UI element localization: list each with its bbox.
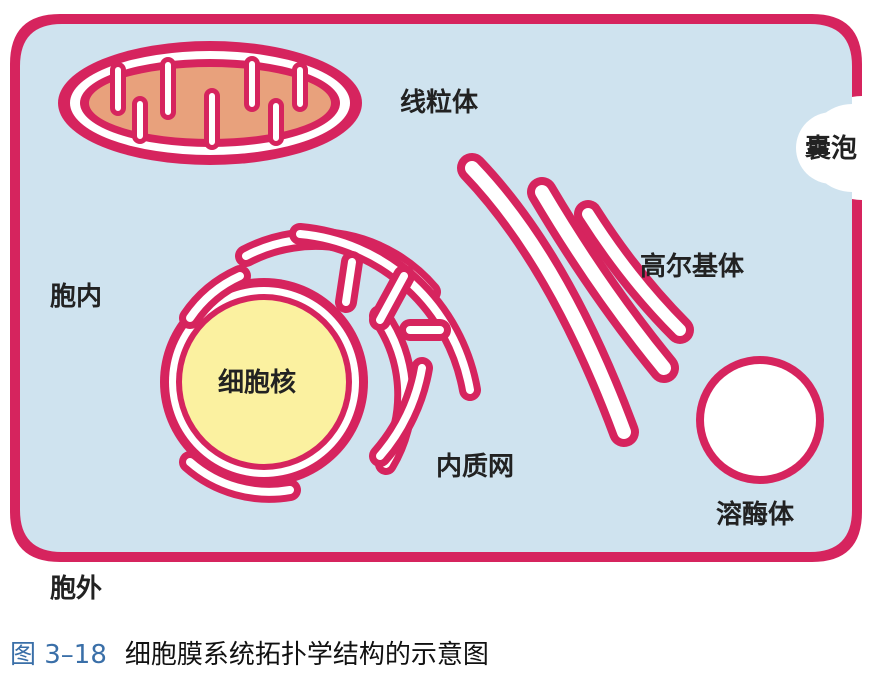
- golgi-apparatus: [457, 153, 694, 447]
- label-lysosome: 溶酶体: [716, 500, 795, 530]
- nucleus-envelope: [160, 278, 368, 486]
- vesicle-lumen: [796, 112, 868, 184]
- lysosome: [696, 356, 824, 484]
- figure-number: 图 3–18: [10, 640, 107, 670]
- endoplasmic-reticulum: [179, 223, 481, 503]
- label-cytoplasm: 胞内: [50, 282, 103, 312]
- mitochondrion: [58, 41, 362, 165]
- figure-caption: 图 3–18 细胞膜系统拓扑学结构的示意图: [10, 634, 489, 671]
- label-extracellular: 胞外: [50, 574, 103, 604]
- label-nucleus: 细胞核: [218, 368, 297, 398]
- label-er: 内质网: [436, 452, 515, 482]
- figure-title: 细胞膜系统拓扑学结构的示意图: [124, 640, 489, 670]
- label-golgi: 高尔基体: [640, 252, 745, 282]
- label-mitochondrion: 线粒体: [400, 88, 479, 118]
- label-vesicle: 囊泡: [805, 134, 858, 164]
